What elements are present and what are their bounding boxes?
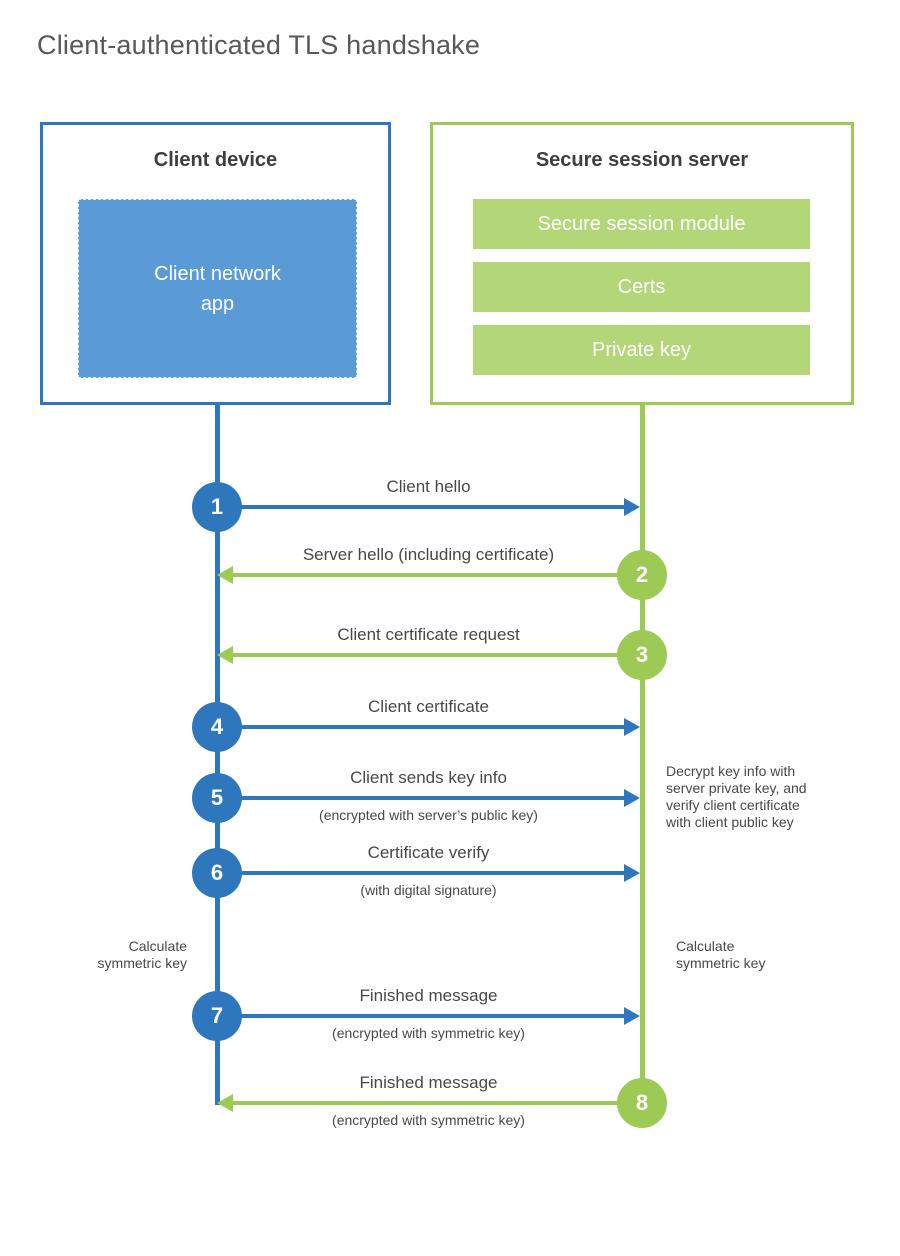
arrow-shaft [230,573,640,577]
message-2-label: Server hello (including certificate) [302,545,555,564]
arrow-shaft [217,725,627,729]
arrowhead-right-icon [624,1007,640,1025]
arrow-shaft [217,871,627,875]
secure-session-server-title: Secure session server [535,149,749,171]
client-network-app-label: Client network app [154,262,281,315]
message-4-arrow [217,718,640,736]
arrow-shaft [217,796,627,800]
step-4-circle: 4 [192,702,242,752]
client-device-title: Client device [153,149,278,171]
arrow-shaft [230,653,640,657]
secure-session-server-box: Secure session server Secure session mod… [430,122,854,405]
message-3-label: Client certificate request [337,625,520,644]
server-module-private-key: Private key [473,325,810,375]
page-title: Client-authenticated TLS handshake [37,30,481,60]
message-6-arrow [217,864,640,882]
arrowhead-right-icon [624,718,640,736]
message-5-arrow [217,789,640,807]
server-calculate-key-note: Calculate symmetric key [676,938,766,971]
message-2-arrow [217,566,640,584]
message-8-arrow [217,1094,640,1112]
client-network-app-box: Client network app [78,199,357,378]
arrowhead-right-icon [624,498,640,516]
message-8-label: Finished message [359,1073,498,1092]
step-5-circle: 5 [192,773,242,823]
step-6-circle: 6 [192,848,242,898]
client-device-box: Client device Client network app [40,122,391,405]
message-5-sublabel: (encrypted with server’s public key) [319,807,538,823]
message-1-label: Client hello [386,477,471,496]
message-8-sublabel: (encrypted with symmetric key) [332,1112,525,1128]
step-7-circle: 7 [192,991,242,1041]
arrowhead-left-icon [217,646,233,664]
server-decrypt-note: Decrypt key info with server private key… [666,763,807,830]
client-lifeline [215,404,220,1105]
arrowhead-left-icon [217,566,233,584]
arrowhead-right-icon [624,864,640,882]
arrow-shaft [217,505,627,509]
message-4-label: Client certificate [368,697,489,716]
message-7-label: Finished message [359,986,498,1005]
message-6-sublabel: (with digital signature) [360,882,497,898]
arrowhead-left-icon [217,1094,233,1112]
server-module-certs: Certs [473,262,810,312]
step-3-circle: 3 [617,630,667,680]
arrow-shaft [230,1101,640,1105]
client-calculate-key-note: Calculate symmetric key [97,938,187,971]
step-2-circle: 2 [617,550,667,600]
server-lifeline [640,404,645,1105]
message-7-sublabel: (encrypted with symmetric key) [332,1025,525,1041]
arrowhead-right-icon [624,789,640,807]
step-8-circle: 8 [617,1078,667,1128]
message-3-arrow [217,646,640,664]
server-module-secure-session: Secure session module [473,199,810,249]
message-6-label: Certificate verify [367,843,490,862]
step-1-circle: 1 [192,482,242,532]
message-7-arrow [217,1007,640,1025]
message-5-label: Client sends key info [350,768,507,787]
arrow-shaft [217,1014,627,1018]
message-1-arrow [217,498,640,516]
